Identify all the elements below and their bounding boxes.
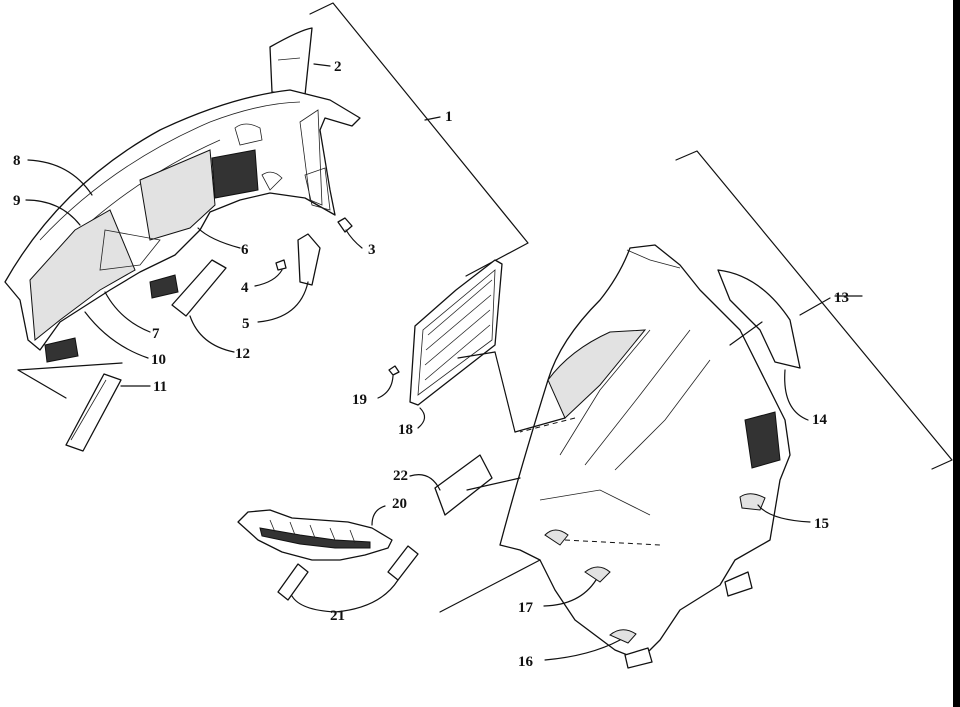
callout-13: 13 <box>834 290 849 306</box>
part-19-fastener <box>388 365 400 376</box>
callout-12: 12 <box>235 346 250 362</box>
callout-11: 11 <box>153 379 167 395</box>
part-4-screw <box>275 259 287 271</box>
part-12-reflector <box>171 259 227 317</box>
callout-15: 15 <box>814 516 829 532</box>
callout-9: 9 <box>13 193 21 209</box>
callout-18: 18 <box>398 422 413 438</box>
callout-6: 6 <box>241 242 249 258</box>
part-2-windshield <box>269 27 313 96</box>
part-21-strip-left <box>277 563 309 601</box>
callout-4: 4 <box>241 280 249 296</box>
bracket-group-13 <box>675 150 953 470</box>
part-22-decal <box>434 454 493 516</box>
callout-labels: 1 2 3 4 5 6 7 8 9 10 11 12 13 14 15 16 1… <box>13 59 849 670</box>
bracket-group-1 <box>309 2 529 277</box>
part-20-vent-insert <box>237 509 393 561</box>
callout-10: 10 <box>151 352 166 368</box>
part-21-strip-right <box>387 545 419 581</box>
leader-lines <box>17 63 863 661</box>
callout-17: 17 <box>518 600 534 616</box>
callout-2: 2 <box>334 59 342 75</box>
callout-19: 19 <box>352 392 367 408</box>
callout-5: 5 <box>242 316 250 332</box>
part-lower-hood <box>499 244 791 669</box>
callout-8: 8 <box>13 153 21 169</box>
part-upper-hood <box>4 89 361 363</box>
callout-20: 20 <box>392 496 407 512</box>
part-14-windshield <box>717 269 801 369</box>
callout-14: 14 <box>812 412 828 428</box>
part-3-clip <box>337 217 353 233</box>
right-edge-bar <box>953 0 960 707</box>
callout-7: 7 <box>152 326 160 342</box>
callout-3: 3 <box>368 242 376 258</box>
callout-16: 16 <box>518 654 534 670</box>
callout-21: 21 <box>330 608 345 624</box>
callout-22: 22 <box>393 468 408 484</box>
callout-1: 1 <box>445 109 453 125</box>
part-18-vent-grille <box>409 259 503 406</box>
part-5-bracket <box>297 233 321 286</box>
part-11-reflector <box>65 373 122 452</box>
